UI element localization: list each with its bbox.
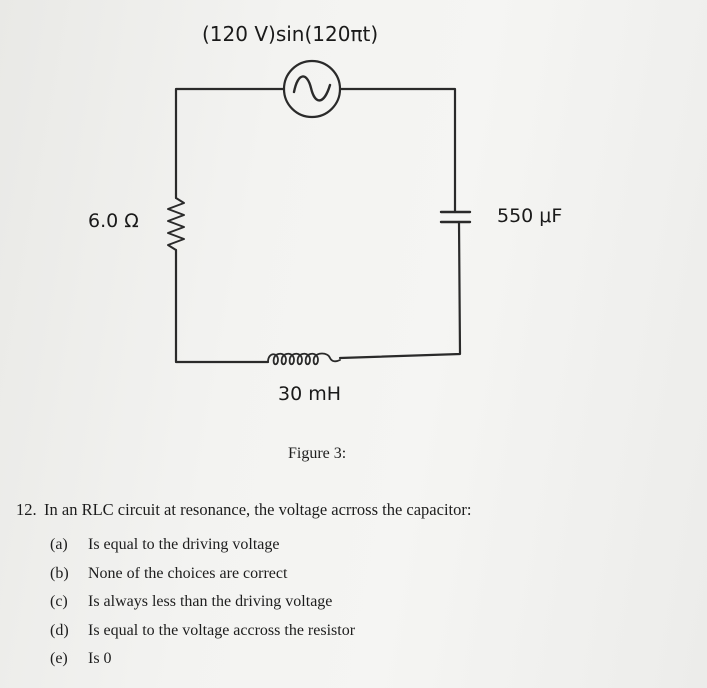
choice-text: None of the choices are correct bbox=[88, 564, 288, 582]
resistor-zigzag bbox=[167, 197, 185, 251]
choice-letter: (d) bbox=[50, 621, 69, 639]
ac-source-circle bbox=[282, 59, 342, 119]
choice-list: (a) Is equal to the driving voltage (b) No… bbox=[50, 536, 355, 679]
ac-source-wave-icon bbox=[292, 75, 332, 102]
choice-text: Is equal to the driving voltage bbox=[88, 536, 280, 553]
inductor-coil bbox=[267, 352, 341, 366]
choice-e: (e) Is 0 bbox=[50, 650, 355, 679]
top-wire bbox=[174, 87, 457, 214]
choice-d: (d) Is equal to the voltage accross the r… bbox=[50, 622, 355, 651]
choice-a: (a) Is equal to the driving voltage bbox=[50, 536, 355, 565]
capacitor-label: 550 μF bbox=[497, 205, 563, 227]
choice-text: Is always less than the driving voltage bbox=[88, 593, 333, 610]
choice-c: (c) Is always less than the driving volta… bbox=[50, 593, 355, 622]
resistor-label: 6.0 Ω bbox=[88, 210, 139, 232]
source-label: (120 V)sin(120πt) bbox=[202, 22, 379, 46]
choice-letter: (e) bbox=[50, 650, 68, 667]
choice-text: Is equal to the voltage accross the resi… bbox=[88, 621, 356, 639]
question-stem: 12. In an RLC circuit at resonance, the v… bbox=[16, 500, 471, 520]
figure-caption: Figure 3: bbox=[288, 445, 347, 462]
bottom-wire bbox=[338, 220, 462, 360]
question-text: In an RLC circuit at resonance, the volt… bbox=[44, 500, 472, 519]
choice-letter: (b) bbox=[50, 564, 69, 582]
choice-text: Is 0 bbox=[88, 650, 112, 667]
choice-letter: (a) bbox=[50, 536, 68, 553]
choice-letter: (c) bbox=[50, 593, 68, 610]
choice-b: (b) None of the choices are correct bbox=[50, 565, 355, 594]
inductor-label: 30 mH bbox=[278, 383, 342, 405]
question-number: 12. bbox=[16, 500, 37, 519]
left-wire-lower bbox=[174, 248, 270, 364]
